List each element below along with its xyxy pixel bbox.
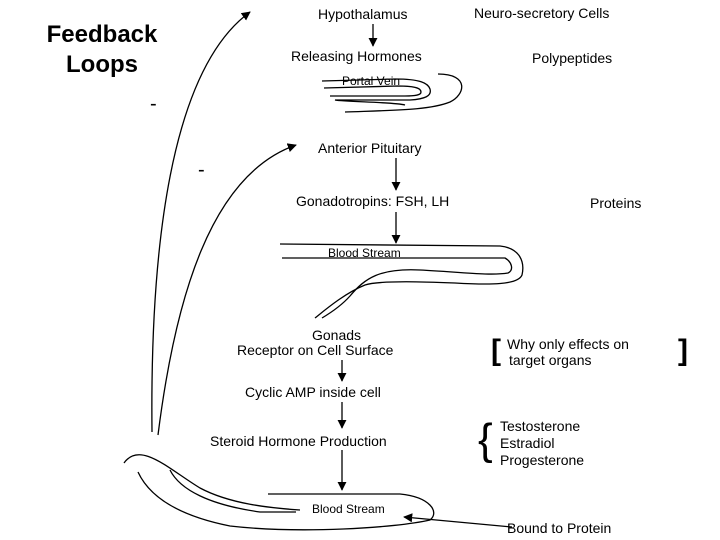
label-blood-stream-upper: Blood Stream [328,246,401,260]
arrow-protein-blood [403,513,513,528]
label-steroid-production: Steroid Hormone Production [210,433,387,449]
title-line-1: Feedback [46,21,158,48]
label-neuro-secretory: Neuro-secretory Cells [474,5,610,21]
label-polypeptides: Polypeptides [532,50,613,66]
brace-steroids: { [478,415,493,464]
label-why-line-1: Why only effects on [507,336,629,352]
label-releasing-hormones: Releasing Hormones [291,48,422,64]
label-receptor: Receptor on Cell Surface [237,342,394,358]
label-testosterone: Testosterone [500,418,581,434]
portal-vein-shape [321,78,431,106]
blood-stream-lower-inner [169,469,296,513]
label-why-line-2: target organs [509,352,592,368]
label-portal-vein: Portal Vein [342,74,401,88]
label-gonadotropins: Gonadotropins: FSH, LH [296,193,450,209]
portal-vein-shape-outer [323,85,422,97]
portal-vein-shape-right [344,73,463,113]
label-hypothalamus: Hypothalamus [318,6,408,22]
feedback-arrow-inner [157,143,297,436]
blood-stream-lower-bottom [137,471,435,531]
feedback-minus-outer: - [150,93,157,115]
label-bound-to-protein: Bound to Protein [507,520,612,536]
label-cyclic-amp: Cyclic AMP inside cell [245,384,381,400]
bracket-close: ] [678,334,688,367]
label-estradiol: Estradiol [500,435,555,451]
title-line-2: Loops [66,51,138,78]
label-proteins: Proteins [590,195,642,211]
blood-stream-upper-shape [279,243,524,319]
label-progesterone: Progesterone [500,452,585,468]
diagram-title: Feedback Loops [32,20,172,80]
label-anterior-pituitary: Anterior Pituitary [318,140,422,156]
feedback-arrow-outer [151,11,251,433]
blood-stream-upper-inner [282,257,513,319]
bracket-open: [ [491,334,501,367]
blood-stream-lower-shape [123,454,301,511]
feedback-minus-inner: - [198,159,205,181]
label-blood-stream-lower: Blood Stream [312,502,385,516]
label-gonads: Gonads [312,327,362,343]
